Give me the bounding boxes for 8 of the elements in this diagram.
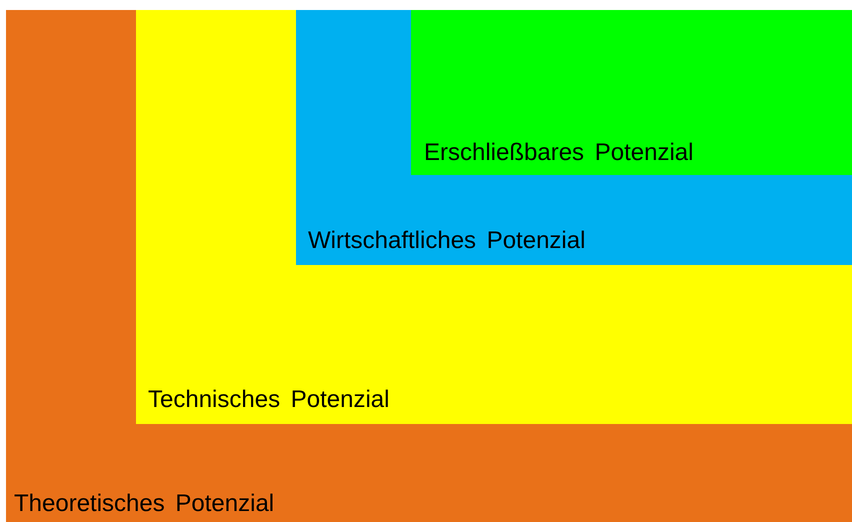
area-label: Theoretisches Potenzial (14, 490, 274, 518)
area-box (6, 10, 852, 522)
area-box (411, 10, 852, 175)
area-label: Wirtschaftliches Potenzial (308, 227, 586, 255)
area-label: Erschließbares Potenzial (424, 139, 694, 167)
area-box (136, 10, 852, 424)
area-label: Technisches Potenzial (148, 386, 390, 414)
area-box (296, 10, 852, 265)
